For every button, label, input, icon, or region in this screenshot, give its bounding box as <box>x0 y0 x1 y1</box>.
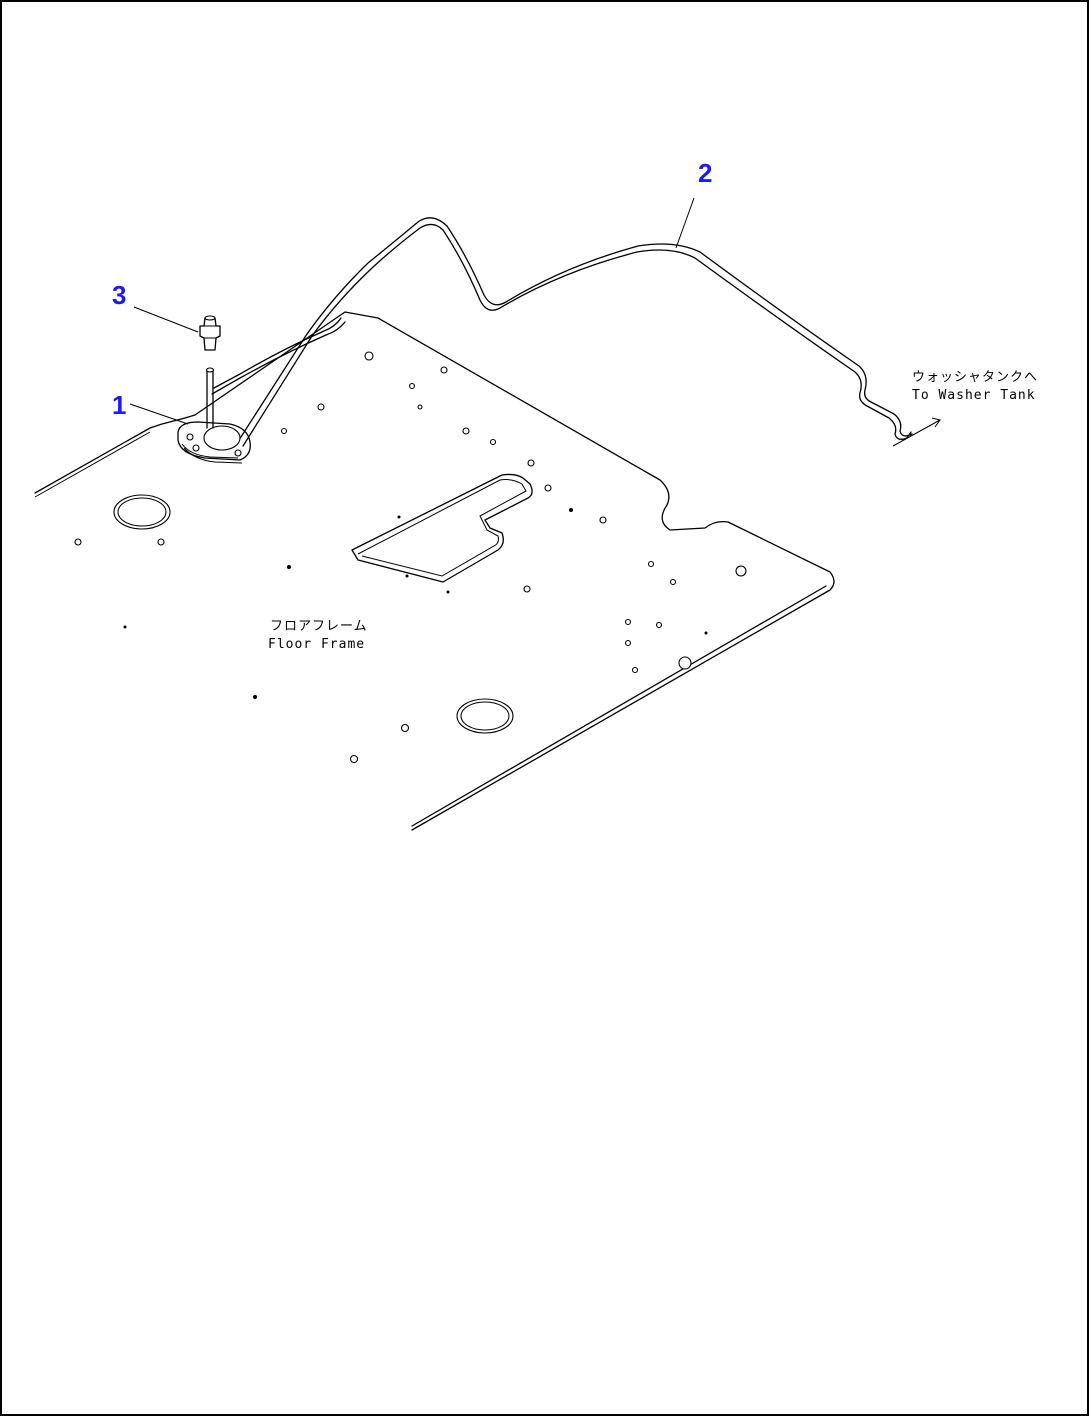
nozzle-tip <box>199 315 221 351</box>
leader-lines <box>129 197 695 425</box>
note-floor-frame-jp: フロアフレーム <box>270 619 368 634</box>
floor-hole-left <box>113 494 171 530</box>
note-washer-tank-en: To Washer Tank <box>912 388 1036 403</box>
note-washer-tank-jp: ウォッシャタンクへ <box>912 370 1038 385</box>
floor-frame <box>34 311 835 831</box>
floor-hole-right <box>456 698 514 734</box>
callout-2: 2 <box>698 158 712 188</box>
note-floor-frame-en: Floor Frame <box>268 637 365 652</box>
callout-1: 1 <box>112 390 126 420</box>
nozzle-base <box>177 367 251 464</box>
washer-hose <box>211 217 942 447</box>
callout-3: 3 <box>112 280 126 310</box>
